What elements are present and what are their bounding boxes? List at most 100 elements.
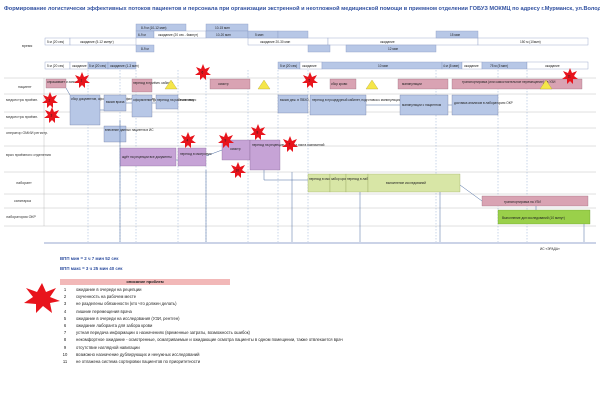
legend-num: 5	[63, 315, 67, 321]
star-label: 5	[309, 79, 311, 83]
timeline-text: 12 мин	[388, 47, 398, 51]
box-text: опрашивает и заполняет	[47, 80, 84, 84]
problem-star	[44, 107, 60, 123]
legend-num: 9	[63, 344, 67, 350]
box-text: осмотр	[218, 82, 229, 86]
legend-num: 4	[63, 308, 67, 314]
process-box	[131, 78, 153, 93]
box-text: переход в приёмн. кабинет	[133, 81, 174, 85]
star-label: 8	[257, 131, 259, 135]
process-box	[397, 78, 449, 90]
legend-text: ожидание лаборанта для забора крови	[76, 323, 153, 329]
star-label: 7	[289, 143, 291, 147]
box-text: осмотр	[230, 147, 241, 151]
timeline-text: 10-15 мин	[215, 26, 230, 30]
box-text: переход в смотровую	[309, 177, 341, 181]
legend-text: отсутствие наглядной навигации	[76, 344, 140, 350]
box-text: вызов деж. в ПВХО, уведомление	[280, 98, 330, 102]
timeline-cell	[327, 37, 479, 46]
legend-text: лишние перемещения врача	[76, 308, 132, 314]
lane-label: пациент	[18, 85, 32, 89]
wait-triangle	[257, 79, 271, 90]
wait-triangle	[164, 79, 178, 90]
timeline-text: 5 м (20 сек)	[47, 64, 64, 68]
box-text: манипуляции с пациентом	[402, 103, 441, 107]
star-label: 10	[236, 169, 240, 173]
star-label: 9	[225, 139, 227, 143]
legend-num: 7	[63, 330, 67, 336]
box-text: забор крови	[331, 177, 349, 181]
timeline-text: ожидание (1-3 мин)	[110, 64, 139, 68]
timeline-label: время	[22, 44, 32, 48]
process-box	[155, 94, 179, 110]
star-label: 1	[81, 79, 83, 83]
problem-star	[218, 132, 234, 148]
legend-item: 4 лишние перемещения врача	[60, 308, 440, 315]
timeline-cell	[477, 37, 589, 46]
lab-lane-boxes: переход в смотровую забор крови переход …	[307, 173, 461, 193]
wait-triangle	[539, 79, 553, 90]
timeline-text: 10 мин	[378, 64, 388, 68]
legend-text: возможно назначение дублирующих и ненужн…	[76, 351, 200, 357]
timeline-text: 15 мин	[450, 33, 460, 37]
vpp-min: ВПП мин = 2 ч 7 мин 52 сек	[60, 256, 119, 261]
box-text: переход в процедурный кабинет, подготовк…	[312, 98, 401, 102]
legend-text: не разделены обязанности (кто что должен…	[76, 301, 177, 307]
end-label: ИС «ЭРАДА»	[540, 247, 560, 251]
legend-num: 11	[62, 358, 68, 364]
timeline-text: 6-9 м	[138, 33, 146, 37]
legend-num: 2	[63, 294, 67, 300]
process-box	[131, 94, 153, 118]
process-box	[69, 94, 101, 126]
legend-item: 9 отсутствие наглядной навигации	[60, 344, 440, 351]
timeline-text: 75 м (5 мин)	[490, 64, 508, 68]
process-box	[451, 78, 583, 90]
timeline-cell	[307, 44, 331, 53]
lane-label: медсестра приёмн.	[6, 115, 38, 119]
legend-num: 1	[63, 287, 67, 293]
timeline-text: 5 м (20 сек)	[280, 64, 297, 68]
legend-text: ожидание в очереди на исследования (УЗИ,…	[76, 315, 180, 321]
box-text: Выполнение доп исследований (10 минут)	[502, 216, 565, 220]
box-text: переход в лабораторию	[347, 177, 383, 181]
box-text: транспортировка (или самостоятельное пер…	[462, 80, 556, 84]
star-label: 6	[202, 71, 204, 75]
lane-label: оператор ОМИИ регистр.	[6, 131, 48, 135]
problem-star	[230, 162, 246, 178]
timeline-text: 8-9 м (10-12 мин)	[141, 26, 166, 30]
star-label: 11	[568, 75, 572, 79]
legend-num: 3	[63, 301, 67, 307]
legend-star-icon	[24, 283, 60, 313]
process-box	[451, 94, 499, 116]
lane-label: лаборант	[16, 181, 32, 185]
timeline-text: ожидание 20-30 мин	[260, 40, 290, 44]
box-text: манипуляции	[402, 82, 422, 86]
timeline-text: 10-20 мин	[216, 33, 231, 37]
timeline-cell	[435, 30, 479, 39]
box-text: доставка анализов в лабораторию ОКР	[454, 101, 513, 105]
lane-label: санитарка	[14, 199, 31, 203]
legend-text: некомфортное ожидание - осмотренные, осм…	[76, 337, 343, 343]
timeline: время 5 м (20 сек) ожидание (5-12 минут)…	[22, 23, 589, 70]
legend-num: 8	[63, 337, 67, 343]
box-text: сбор крови	[331, 82, 347, 86]
process-box	[277, 94, 309, 114]
timeline-text: ожидание	[380, 40, 395, 44]
timeline-text: ожидание	[464, 64, 479, 68]
problem-star	[562, 68, 578, 84]
lane-label: медсестра приёмн.	[6, 98, 38, 102]
problem-star	[195, 64, 211, 80]
lane-label: лаборатория ОКР	[6, 215, 37, 219]
timeline-text: ожидание (20 сек - 6минут)	[158, 33, 198, 37]
problem-stars: 1 2 3 4 5 6 7 8	[42, 64, 578, 178]
timeline-cell	[277, 30, 309, 39]
timeline-text: 8-9 м	[141, 47, 149, 51]
problem-star	[250, 124, 266, 140]
box-text: переход на рабочее место	[157, 98, 197, 102]
box-text: внесение данных пациента в ИС	[105, 128, 154, 132]
